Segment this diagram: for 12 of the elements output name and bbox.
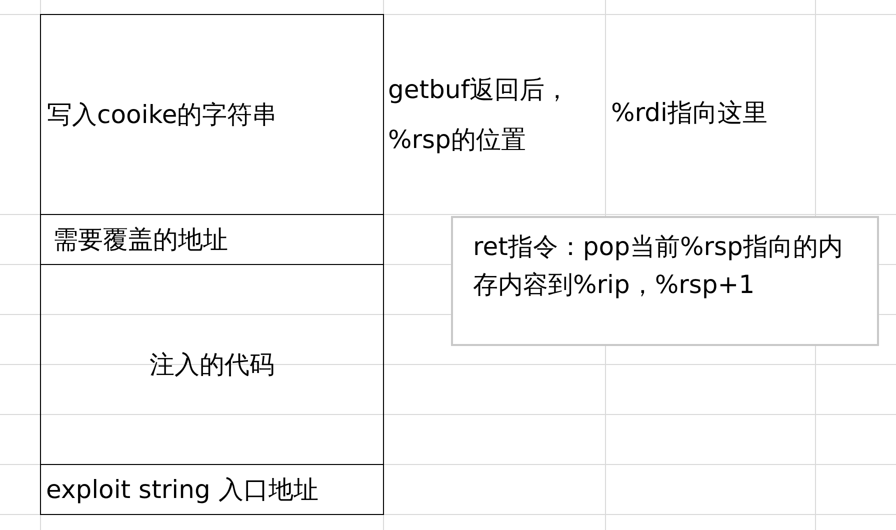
stack-cell <box>40 464 384 515</box>
cell-text: 注入的代码 <box>150 349 274 381</box>
cell-text: 写入cooike的字符串 <box>47 99 278 131</box>
note-text: ret指令：pop当前%rsp指向的内存内容到%rip，%rsp+1 <box>473 231 844 301</box>
annotation-text: getbuf返回后，%rsp的位置 <box>388 74 571 156</box>
annotation-text: %rdi指向这里 <box>611 97 768 129</box>
note-box <box>451 216 879 346</box>
stack-cell <box>40 14 384 215</box>
stack-cell <box>40 214 384 265</box>
cell-text: 需要覆盖的地址 <box>53 224 228 256</box>
stack-cell <box>40 264 384 465</box>
cell-text: exploit string 入口地址 <box>46 474 318 506</box>
